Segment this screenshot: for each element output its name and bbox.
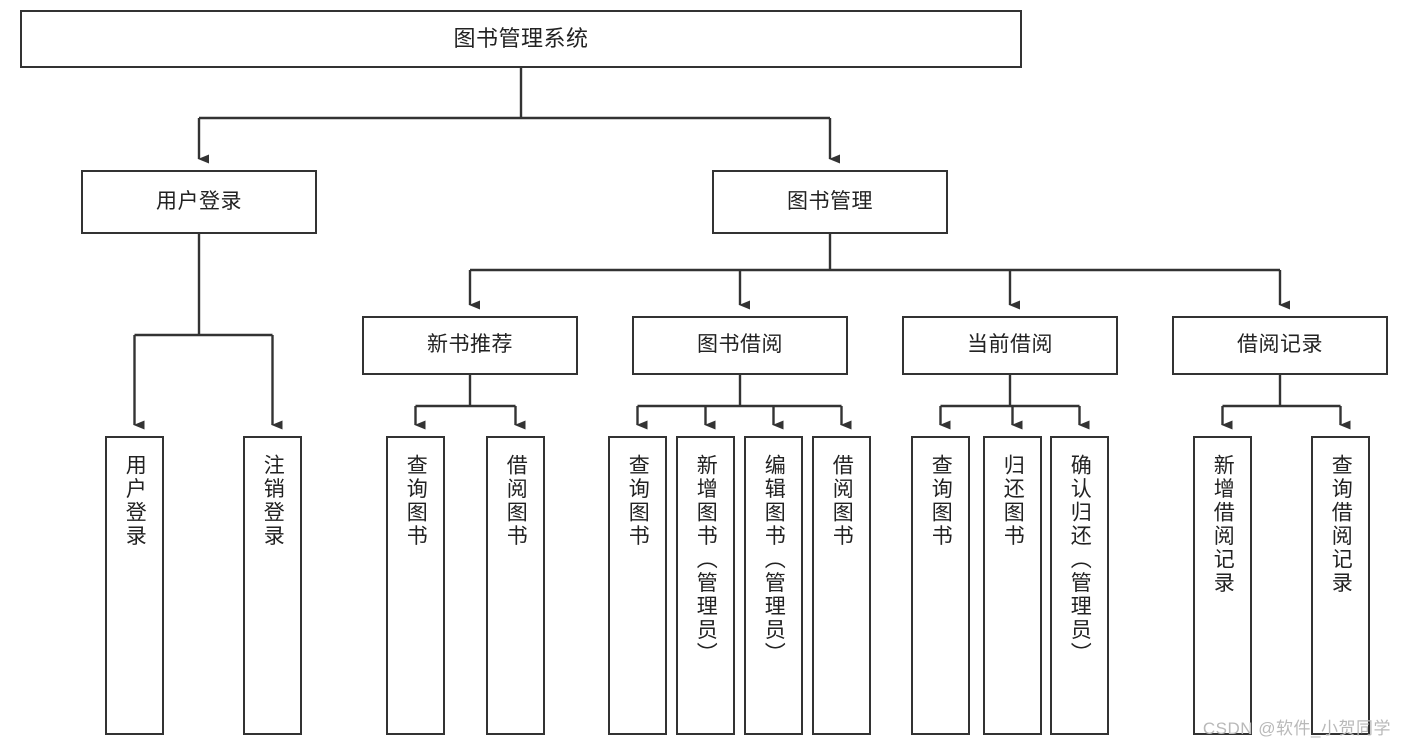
node-newbook[interactable]: 新书推荐 (362, 316, 578, 375)
node-label: 借阅图书 (504, 454, 528, 548)
node-leaf-5[interactable]: 查询图书 (608, 436, 667, 735)
node-current[interactable]: 当前借阅 (902, 316, 1118, 375)
node-label: 查询图书 (626, 454, 650, 548)
node-leaf-3[interactable]: 查询图书 (386, 436, 445, 735)
node-label: 新增图书（管理员） (694, 454, 718, 666)
node-label: 注销登录 (261, 454, 285, 548)
node-leaf-4[interactable]: 借阅图书 (486, 436, 545, 735)
node-label: 当前借阅 (967, 333, 1053, 357)
node-borrow[interactable]: 图书借阅 (632, 316, 848, 375)
node-leaf-8[interactable]: 借阅图书 (812, 436, 871, 735)
node-leaf-10[interactable]: 归还图书 (983, 436, 1042, 735)
node-leaf-2[interactable]: 注销登录 (243, 436, 302, 735)
node-label: 用户登录 (123, 454, 147, 548)
node-label: 图书管理 (787, 189, 873, 213)
node-leaf-12[interactable]: 新增借阅记录 (1193, 436, 1252, 735)
node-label: 归还图书 (1001, 454, 1025, 548)
node-label: 图书管理系统 (453, 26, 589, 52)
node-label: 借阅图书 (830, 454, 854, 548)
node-leaf-6[interactable]: 新增图书（管理员） (676, 436, 735, 735)
node-label: 用户登录 (156, 189, 242, 213)
node-leaf-9[interactable]: 查询图书 (911, 436, 970, 735)
node-label: 新书推荐 (427, 333, 513, 357)
node-label: 编辑图书（管理员） (762, 454, 786, 666)
node-leaf-13[interactable]: 查询借阅记录 (1311, 436, 1370, 735)
node-label: 确认归还（管理员） (1068, 454, 1092, 666)
node-leaf-11[interactable]: 确认归还（管理员） (1050, 436, 1109, 735)
node-root[interactable]: 图书管理系统 (20, 10, 1022, 68)
node-label: 借阅记录 (1237, 333, 1323, 357)
node-leaf-7[interactable]: 编辑图书（管理员） (744, 436, 803, 735)
node-label: 查询图书 (929, 454, 953, 548)
node-label: 图书借阅 (697, 333, 783, 357)
node-label: 查询图书 (404, 454, 428, 548)
node-label: 查询借阅记录 (1329, 454, 1353, 595)
node-bookmgmt[interactable]: 图书管理 (712, 170, 948, 234)
node-label: 新增借阅记录 (1211, 454, 1235, 595)
node-leaf-1[interactable]: 用户登录 (105, 436, 164, 735)
node-record[interactable]: 借阅记录 (1172, 316, 1388, 375)
node-login[interactable]: 用户登录 (81, 170, 317, 234)
